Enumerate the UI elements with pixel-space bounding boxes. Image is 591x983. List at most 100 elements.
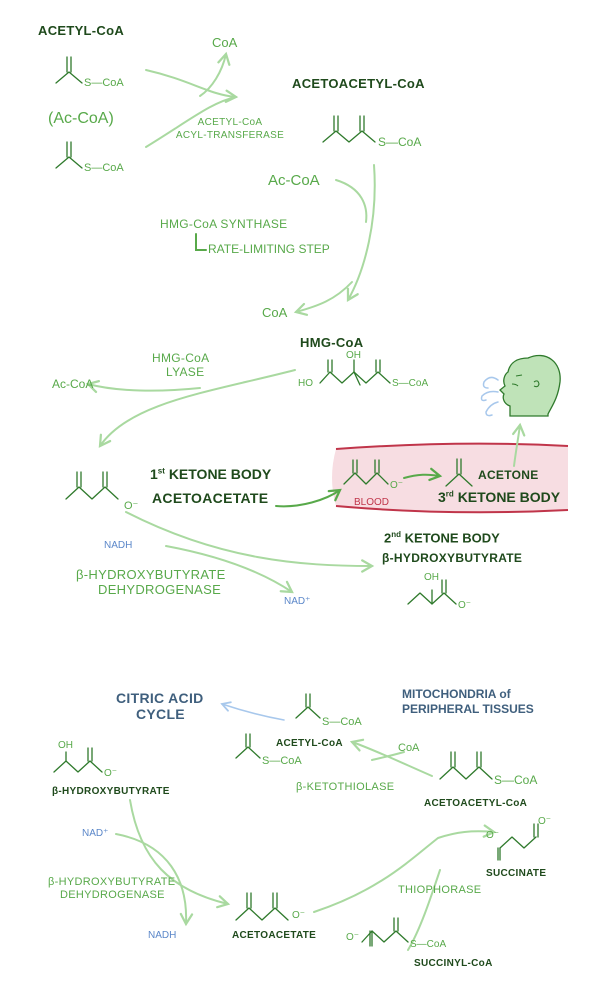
mitochondria-label-1: MITOCHONDRIA of	[402, 687, 511, 701]
first-ketone-number: 1	[150, 466, 158, 482]
bhb-dehydrogenase-label-2: DEHYDROGENASE	[98, 582, 222, 597]
blood-acetoacetate-charge: O⁻	[390, 480, 404, 491]
hmg-synthase-label: HMG-CoA SYNTHASE	[160, 217, 288, 231]
ketothiolase-label: β-KETOTHIOLASE	[296, 781, 395, 793]
transferase-label-2: ACYL-TRANSFERASE	[175, 130, 285, 141]
blood-acetoacetate-structure	[343, 459, 389, 485]
third-ketone-sup: rd	[445, 489, 454, 499]
mitochondria-label-2: PERIPHERAL TISSUES	[402, 702, 534, 716]
arrow-ac-coa-out	[85, 379, 201, 394]
arrow-bhb-to-acetoacetate	[129, 799, 231, 909]
third-ketone-number: 3	[438, 489, 446, 505]
arrow-acetoacetyl-to-hmg	[346, 164, 376, 302]
bottom-dehydrogenase-label-1: β-HYDROXYBUTYRATE	[48, 876, 176, 888]
arrow-coa-release	[199, 51, 231, 97]
bottom-nadh: NADH	[148, 930, 177, 941]
bhb-charge-top: O⁻	[458, 600, 472, 611]
bottom-acetoacetate-charge: O⁻	[292, 910, 306, 921]
hmg-coa-title: HMG-CoA	[300, 335, 364, 350]
arrow-nadh-to-nad	[165, 545, 294, 594]
acetoacetyl-coa-scoa: S—CoA	[378, 135, 422, 149]
ac-coa-input-label: Ac-CoA	[268, 172, 320, 189]
succinyl-charge: O⁻	[346, 932, 360, 943]
bottom-bhb-oh: OH	[58, 740, 73, 751]
bottom-acetoacetyl-coa-structure	[439, 751, 493, 780]
coa-release-label: CoA	[212, 35, 238, 50]
rate-limiting-label: RATE-LIMITING STEP	[208, 242, 330, 256]
first-ketone-sup: st	[157, 466, 165, 476]
succinyl-coa-title: SUCCINYL-CoA	[414, 958, 493, 969]
blood-band-edge-top	[335, 442, 569, 450]
acetyl-coa-structure-1	[55, 56, 83, 84]
bottom-bhb-charge: O⁻	[104, 768, 118, 779]
third-ketone-text: KETONE BODY	[457, 489, 561, 505]
arrow-hmg-to-acetoacetate	[98, 369, 296, 448]
acetyl-coa-title: ACETYL-CoA	[38, 23, 125, 38]
bhb-title-top: β-HYDROXYBUTYRATE	[382, 551, 523, 565]
bhb-structure-top	[407, 579, 457, 605]
breath-icon	[480, 376, 499, 417]
bottom-acetyl-scoa-2: S—CoA	[262, 755, 302, 767]
bottom-acetoacetyl-scoa: S—CoA	[494, 773, 538, 787]
third-ketone-body-label: 3rd KETONE BODY	[438, 489, 560, 505]
blood-label: BLOOD	[354, 497, 390, 508]
succinate-charge-2: O⁻	[538, 816, 552, 827]
blood-band	[332, 443, 568, 513]
arrow-blood-to-acetone	[403, 467, 443, 482]
arrow-acetoacetyl-to-acetyl	[349, 738, 433, 777]
first-ketone-body-label: 1st KETONE BODY	[150, 466, 271, 482]
arrow-acetyl-to-acetoacetyl-a	[145, 69, 239, 103]
acetoacetyl-coa-structure	[322, 115, 376, 143]
bottom-bhb-title: β-HYDROXYBUTYRATE	[52, 786, 170, 797]
bhb-dehydrogenase-label-1: β-HYDROXYBUTYRATE	[76, 567, 226, 582]
second-ketone-number: 2	[384, 530, 392, 546]
arrow-acetoacetate-to-bhb	[125, 511, 375, 573]
hmg-lyase-label-2: LYASE	[166, 365, 205, 379]
hmg-ho-label: HO	[298, 378, 313, 389]
hmg-lyase-label-1: HMG-CoA	[152, 351, 210, 365]
bottom-acetoacetate-structure	[235, 892, 289, 921]
succinyl-scoa: S—CoA	[410, 939, 447, 950]
citric-acid-label-1: CITRIC ACID	[116, 690, 204, 706]
blood-band-edge-bottom	[335, 505, 569, 514]
bottom-acetyl-coa-structure-2	[235, 733, 261, 759]
head-icon	[499, 354, 561, 417]
bottom-acetyl-coa-title: ACETYL-CoA	[276, 738, 343, 749]
acetoacetyl-coa-title: ACETOACETYL-CoA	[292, 76, 425, 91]
bottom-acetyl-scoa-1: S—CoA	[322, 716, 362, 728]
coa-release-label-2: CoA	[262, 305, 288, 320]
rate-limiting-bracket	[195, 233, 207, 251]
acetoacetate-label: ACETOACETATE	[152, 490, 269, 506]
bottom-acetoacetyl-title: ACETOACETYL-CoA	[424, 798, 528, 809]
arrow-acetoacetate-to-blood	[275, 488, 342, 508]
succinate-title: SUCCINATE	[486, 868, 547, 879]
succinate-charge-1: O⁻	[486, 830, 500, 841]
hmg-coa-structure	[319, 359, 391, 386]
hmg-oh-label: OH	[346, 350, 361, 361]
arrow-acetyl-to-acetoacetyl-b	[145, 96, 237, 148]
second-ketone-body-label: 2nd KETONE BODY	[384, 530, 500, 546]
nadh-label-top: NADH	[104, 540, 133, 551]
second-ketone-text: KETONE BODY	[404, 530, 500, 546]
acetyl-coa-structure-2	[55, 141, 83, 169]
arrow-coa-in-bottom	[371, 751, 405, 761]
succinate-structure	[497, 823, 539, 861]
second-ketone-sup: nd	[391, 530, 402, 539]
thiophorase-label: THIOPHORASE	[398, 884, 482, 896]
bottom-dehydrogenase-label-2: DEHYDROGENASE	[60, 889, 165, 901]
acetoacetate-structure	[65, 471, 119, 500]
acetoacetate-charge: O⁻	[124, 500, 139, 512]
bottom-acetyl-coa-structure-1	[295, 693, 321, 719]
transferase-label-1: ACETYL-CoA	[197, 117, 263, 128]
bottom-coa-label: CoA	[398, 742, 420, 754]
acetone-label: ACETONE	[478, 468, 539, 482]
acetyl-coa-scoa-2: S—CoA	[84, 162, 124, 174]
first-ketone-text: KETONE BODY	[168, 466, 272, 482]
bhb-oh-top: OH	[424, 572, 439, 583]
hmg-scoa-label: S—CoA	[392, 378, 429, 389]
arrow-acetoacetate-to-acetoacetyl	[313, 824, 497, 913]
arrow-to-citric-acid	[220, 701, 285, 721]
arrow-acetone-to-breath	[512, 422, 526, 467]
